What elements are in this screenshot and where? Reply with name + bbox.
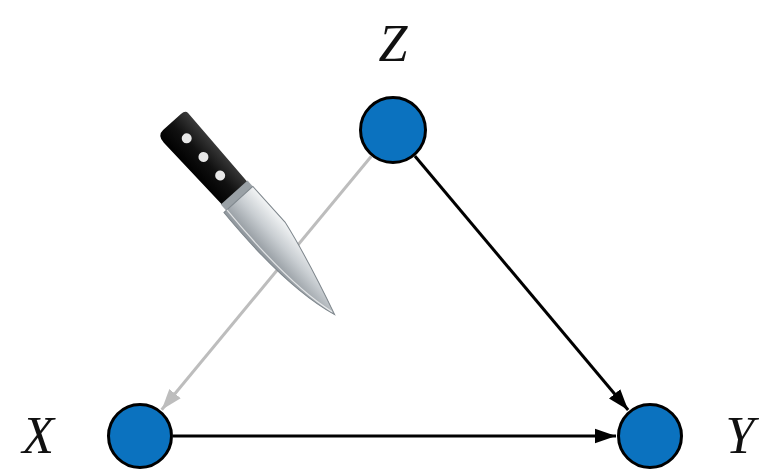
variable-node: Y	[617, 403, 683, 469]
node-circle	[107, 403, 173, 469]
node-circle	[109, 405, 172, 468]
node-circle	[361, 98, 426, 163]
variable-node: Z	[359, 96, 427, 164]
node-circle	[359, 96, 427, 164]
knife	[155, 110, 354, 325]
variable-label: Y	[726, 410, 755, 462]
variable-label: Z	[379, 18, 408, 70]
variable-node: X	[107, 403, 173, 469]
node-circle	[617, 403, 683, 469]
variable-label: X	[22, 410, 54, 462]
causal-arrow	[162, 156, 372, 410]
causal-arrow	[173, 435, 616, 438]
causal-arrow	[415, 156, 628, 410]
node-circle	[619, 405, 682, 468]
